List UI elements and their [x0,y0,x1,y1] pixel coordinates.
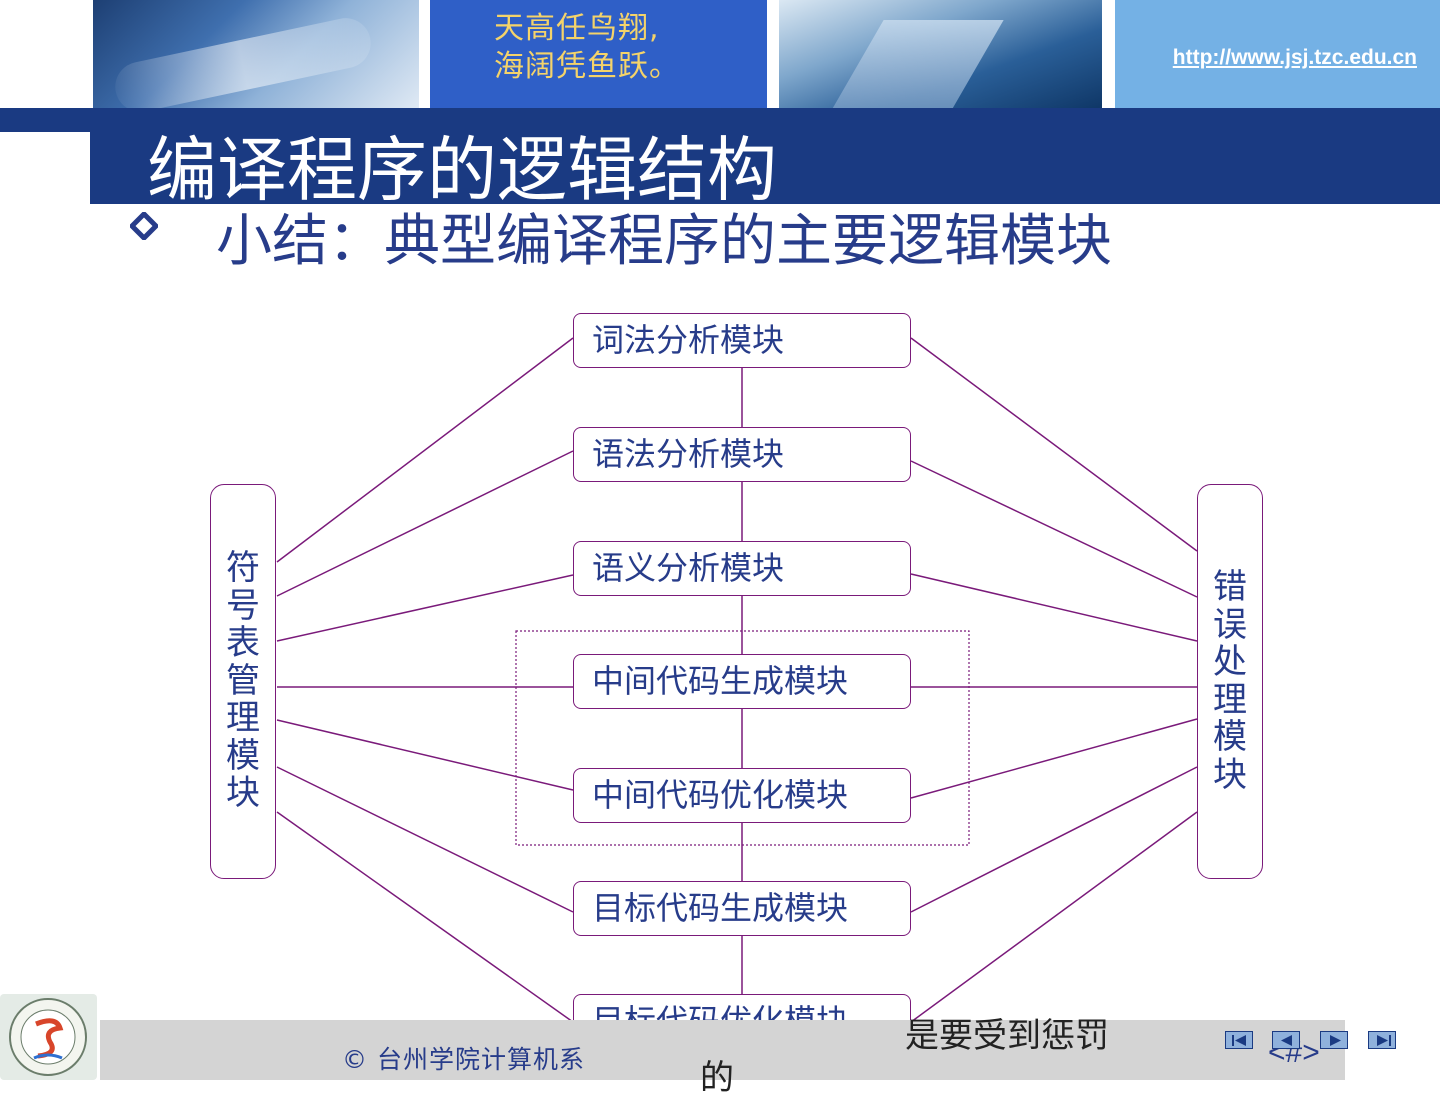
error-handling-char: 误 [1213,607,1247,645]
module-ir-optimization: 中间代码优化模块 [573,768,911,823]
symbol-table-char: 表 [226,625,260,663]
error-handling-char: 块 [1213,757,1247,795]
error-handling-char: 处 [1213,644,1247,682]
first-slide-button[interactable] [1225,1031,1253,1049]
module-semantic-analysis: 语义分析模块 [573,541,911,596]
error-handling-module: 错 误 处 理 模 块 [1197,484,1263,879]
last-slide-icon [1369,1032,1397,1050]
symbol-table-char: 理 [226,700,260,738]
symbol-table-char: 管 [226,663,260,701]
error-handling-char: 错 [1213,569,1247,607]
module-target-code-generation: 目标代码生成模块 [573,881,911,936]
footer-copyright: © 台州学院计算机系 [342,1040,585,1076]
symbol-table-char: 号 [226,588,260,626]
error-handling-char: 模 [1213,719,1247,757]
overflow-text-line-1: 是要受到惩罚 [905,1008,1109,1057]
overflow-text-line-2: 的 [700,1050,734,1099]
university-logo [0,994,97,1080]
prev-slide-button[interactable] [1272,1031,1300,1049]
module-lexical-analysis: 词法分析模块 [573,313,911,368]
module-syntax-analysis: 语法分析模块 [573,427,911,482]
symbol-table-char: 模 [226,738,260,776]
symbol-table-char: 块 [226,775,260,813]
next-slide-button[interactable] [1320,1031,1348,1049]
prev-slide-icon [1273,1032,1301,1050]
university-seal-icon [0,994,97,1080]
last-slide-button[interactable] [1368,1031,1396,1049]
symbol-table-module: 符 号 表 管 理 模 块 [210,484,276,879]
first-slide-icon [1226,1032,1254,1050]
module-ir-generation: 中间代码生成模块 [573,654,911,709]
symbol-table-char: 符 [226,550,260,588]
next-slide-icon [1321,1032,1349,1050]
error-handling-char: 理 [1213,682,1247,720]
